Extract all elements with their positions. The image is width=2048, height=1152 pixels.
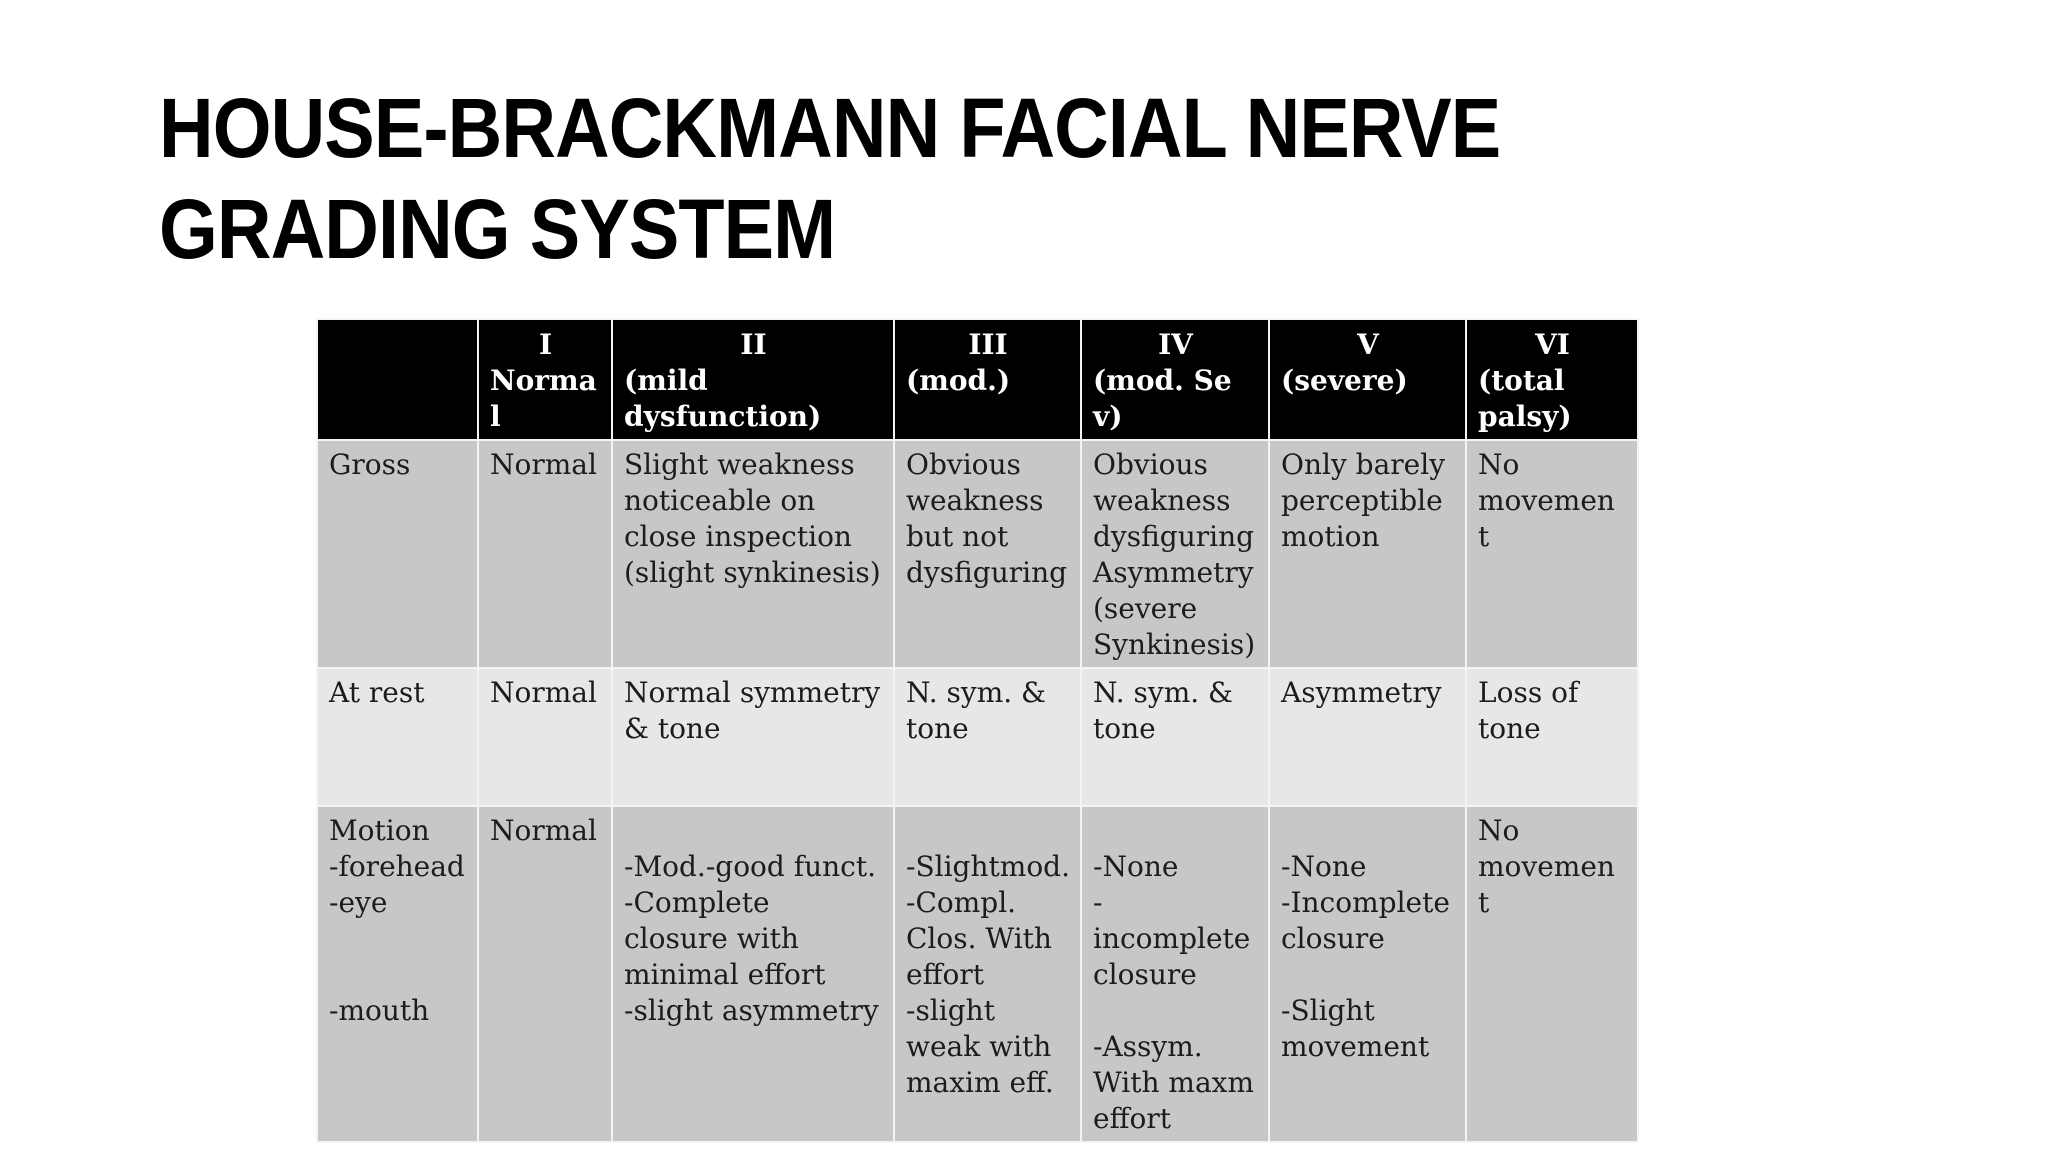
table-cell: -None -Incomplete closure -Slight moveme… [1268, 805, 1467, 1143]
grade-number: VI [1535, 328, 1570, 361]
grade-number: II [740, 328, 767, 361]
table-row-gross: Gross Normal Slight weakness noticeable … [316, 439, 1639, 669]
header-cell-empty [316, 318, 479, 441]
header-cell-grade-2: II(mild dysfunction) [611, 318, 895, 441]
table-cell: Obvious weakness but not dysfiguring [893, 439, 1082, 669]
grade-description: (total palsy) [1478, 364, 1572, 433]
table-cell: No movemen t [1465, 439, 1639, 669]
table-cell: Asymmetry [1268, 667, 1467, 807]
slide-title-line-1: HOUSE-BRACKMANN FACIAL NERVE [159, 81, 1501, 175]
table-cell: Normal symmetry & tone [611, 667, 895, 807]
header-cell-grade-6: VI(total palsy) [1465, 318, 1639, 441]
grade-number: IV [1158, 328, 1193, 361]
slide-title-line-2: GRADING SYSTEM [159, 182, 836, 276]
table-cell: Normal [477, 439, 613, 669]
grade-number: III [968, 328, 1008, 361]
table-cell: Slight weakness noticeable on close insp… [611, 439, 895, 669]
table-row-motion: Motion -forehead -eye -mouth Normal -Mod… [316, 805, 1639, 1143]
row-label: Motion -forehead -eye -mouth [316, 805, 479, 1143]
table-cell: -Mod.-good funct. -Complete closure with… [611, 805, 895, 1143]
table-body: Gross Normal Slight weakness noticeable … [316, 439, 1639, 1143]
table-cell: Loss of tone [1465, 667, 1639, 807]
header-cell-grade-3: III(mod.) [893, 318, 1082, 441]
table-cell: Obvious weakness dysfiguring Asymmetry (… [1080, 439, 1270, 669]
slide-title: HOUSE-BRACKMANN FACIAL NERVE GRADING SYS… [159, 78, 1689, 280]
grade-number: I [538, 328, 553, 361]
table-cell: -None - incomplete closure -Assym. With … [1080, 805, 1270, 1143]
table-cell: Normal [477, 667, 613, 807]
table-cell: Only barely perceptible motion [1268, 439, 1467, 669]
row-label: Gross [316, 439, 479, 669]
grade-description: (mild dysfunction) [624, 364, 822, 433]
grade-description: (mod.) [906, 364, 1011, 397]
header-cell-grade-5: V(severe) [1268, 318, 1467, 441]
table-cell: N. sym. & tone [1080, 667, 1270, 807]
table-cell: N. sym. & tone [893, 667, 1082, 807]
table-row-at-rest: At rest Normal Normal symmetry & tone N.… [316, 667, 1639, 807]
table-cell: -Slightmod. -Compl. Clos. With effort -s… [893, 805, 1082, 1143]
grade-description: Norma l [490, 364, 597, 433]
grade-description: (mod. Sev) [1093, 364, 1232, 433]
header-cell-grade-4: IV(mod. Sev) [1080, 318, 1270, 441]
row-label: At rest [316, 667, 479, 807]
table-cell: No movemen t [1465, 805, 1639, 1143]
grade-description: (severe) [1281, 364, 1408, 397]
table-cell: Normal [477, 805, 613, 1143]
grade-number: V [1357, 328, 1379, 361]
